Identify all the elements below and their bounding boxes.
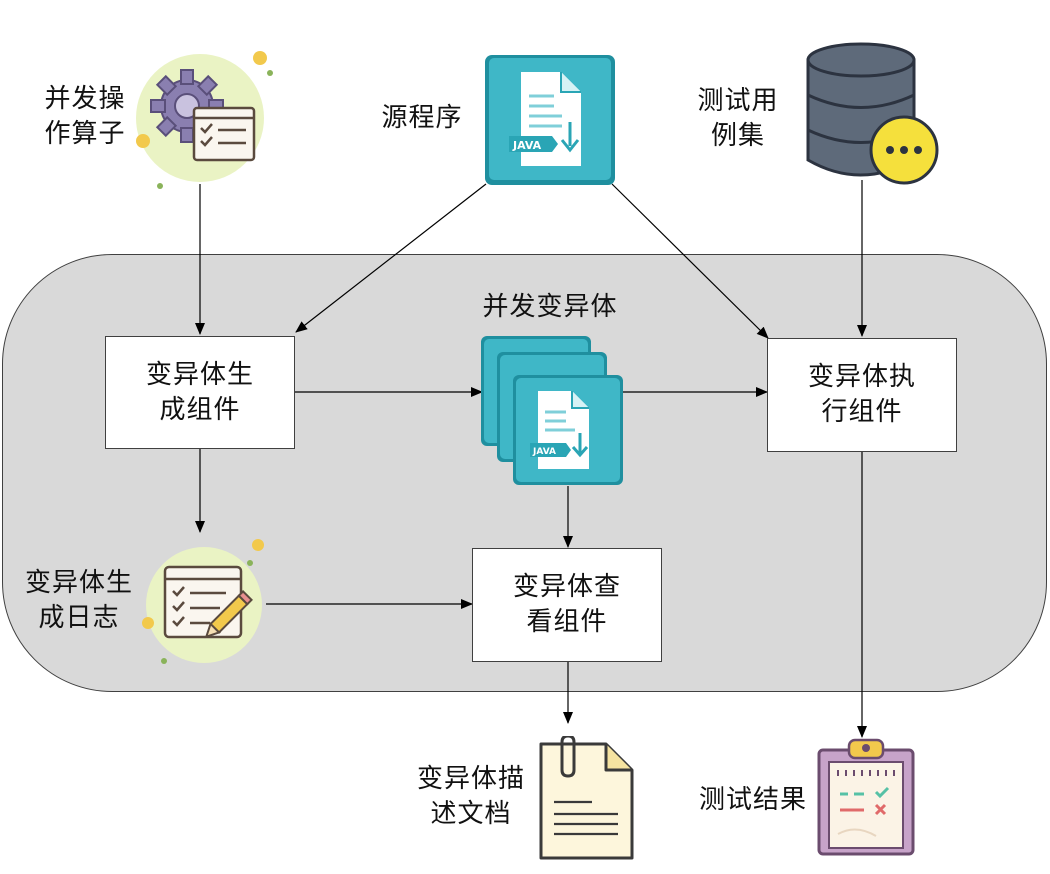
concurrent-operators-label: 并发操 作算子 [44, 84, 126, 149]
svg-text:JAVA: JAVA [512, 139, 542, 152]
mutant-execution-component: 变异体执 行组件 [767, 338, 957, 452]
arrow-source-to-generation [295, 183, 487, 333]
clipboard-results-icon [817, 738, 915, 856]
test-cases-label: 测试用 例集 [697, 86, 779, 151]
database-icon [806, 42, 939, 185]
java-file-icon: JAVA [485, 55, 615, 185]
log-checklist-pencil-icon [142, 539, 264, 664]
concurrent-mutants-label: 并发变异体 [482, 292, 618, 322]
mutant-description-doc-label: 变异体描 述文档 [416, 764, 525, 829]
mutant-generation-label: 变异体生 成组件 [145, 359, 254, 425]
mutant-gen-log-label: 变异体生 成日志 [24, 568, 133, 633]
gear-checklist-icon [136, 51, 273, 189]
test-results-label: 测试结果 [698, 785, 807, 815]
mutant-viewing-label: 变异体查 看组件 [512, 572, 621, 637]
mutant-execution-label: 变异体执 行组件 [807, 362, 916, 427]
arrow-source-to-execution [611, 183, 769, 339]
source-program-label: 源程序 [381, 103, 463, 133]
document-clip-icon [539, 736, 634, 860]
mutant-generation-component: 变异体生 成组件 [105, 336, 295, 449]
svg-text:JAVA: JAVA [532, 447, 556, 457]
java-files-stack-icon: JAVA [481, 336, 623, 485]
mutant-viewing-component: 变异体查 看组件 [472, 548, 662, 662]
